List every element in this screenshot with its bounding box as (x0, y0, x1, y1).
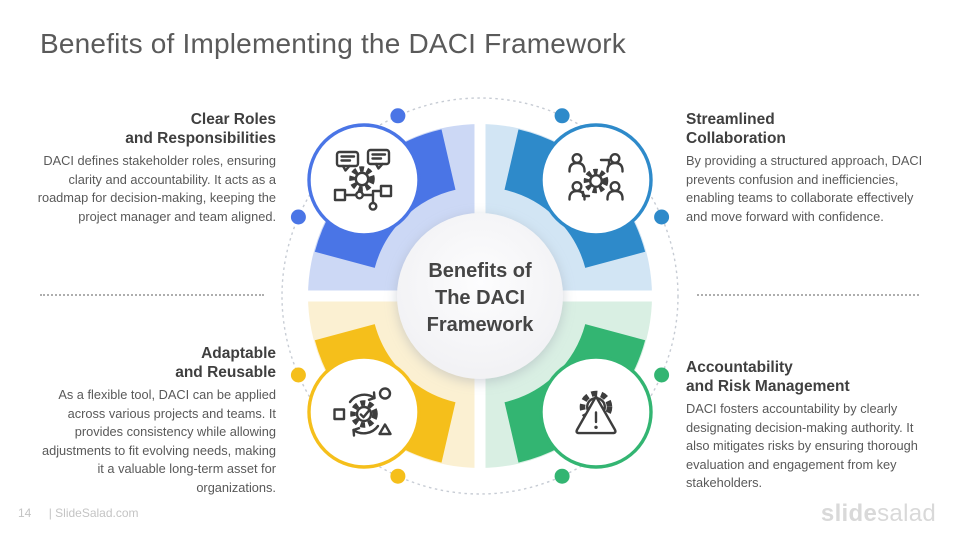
center-title-line1: Benefits of (428, 260, 532, 282)
slidesalad-logo: slidesalad (821, 500, 936, 528)
benefit-heading-line2: Collaboration (686, 130, 786, 147)
benefit-heading: Clear Roles and Responsibilities (36, 110, 276, 148)
benefit-heading: Accountability and Risk Management (686, 358, 926, 396)
process-check-icon (333, 387, 392, 437)
team-collaboration-icon (568, 153, 624, 201)
benefit-heading-line1: Clear Roles (190, 111, 276, 128)
benefit-heading-line1: Adaptable (201, 345, 276, 362)
benefit-streamlined-collaboration: Streamlined Collaboration By providing a… (686, 110, 926, 226)
icon-circle-collaboration (539, 123, 653, 237)
benefit-clear-roles: Clear Roles and Responsibilities DACI de… (36, 110, 276, 226)
daci-diagram (281, 97, 679, 495)
accent-dots (290, 108, 670, 484)
accent-dot (290, 209, 306, 225)
logo-text-bold: slide (820, 500, 878, 527)
icon-circle-clear-roles (307, 123, 421, 237)
benefit-heading-line2: and Reusable (175, 364, 276, 381)
dashed-outer-circle (281, 97, 679, 495)
benefit-body: DACI defines stakeholder roles, ensuring… (37, 153, 276, 224)
page-title: Benefits of Implementing the DACI Framew… (40, 28, 626, 59)
benefit-heading: Adaptable and Reusable (36, 344, 276, 382)
benefit-heading-line2: and Risk Management (686, 378, 850, 395)
accent-dot (390, 108, 406, 124)
benefit-heading-line1: Accountability (686, 359, 793, 376)
accent-dot (554, 108, 570, 124)
dotted-divider-left (40, 294, 264, 296)
benefit-body: DACI fosters accountability by clearly d… (686, 401, 918, 491)
benefit-heading-line1: Streamlined (686, 111, 775, 128)
benefit-accountability-risk: Accountability and Risk Management DACI … (686, 358, 926, 493)
dotted-divider-right (697, 294, 919, 296)
center-circle (397, 213, 563, 379)
benefit-adaptable-reusable: Adaptable and Reusable As a flexible too… (36, 344, 276, 498)
benefit-heading: Streamlined Collaboration (686, 110, 926, 148)
benefit-heading-line2: and Responsibilities (125, 130, 276, 147)
accent-dot (290, 367, 306, 383)
website-link[interactable]: | SlideSalad.com (48, 506, 139, 520)
accent-dot (654, 209, 670, 225)
icon-circle-adaptable (307, 355, 421, 469)
page-number: 14 (18, 506, 32, 520)
footer: 14 | SlideSalad.com (18, 506, 139, 520)
accent-dot (554, 468, 570, 484)
center-title-line3: Framework (426, 314, 534, 336)
benefit-body: By providing a structured approach, DACI… (686, 153, 923, 224)
logo-text-light: salad (877, 500, 936, 527)
center-title-line2: The DACI (435, 287, 525, 309)
accent-dot (390, 468, 406, 484)
risk-warning-icon (575, 390, 617, 435)
center-title: Benefits of The DACI Framework (395, 258, 565, 339)
communication-workflow-icon (333, 148, 393, 211)
benefit-body: As a flexible tool, DACI can be applied … (41, 387, 276, 495)
accent-dot (654, 367, 670, 383)
